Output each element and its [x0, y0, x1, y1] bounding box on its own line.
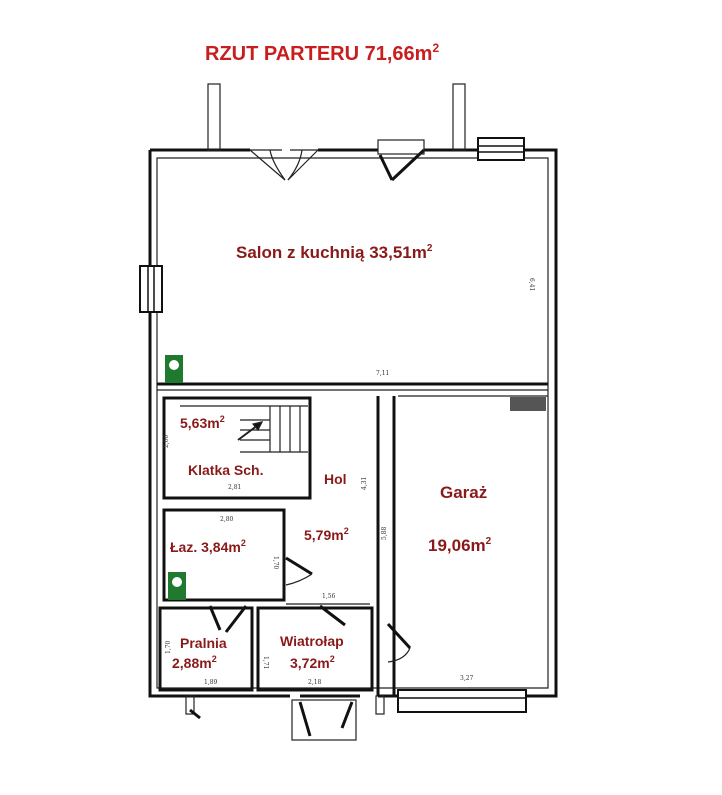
- dim-salon-depth: 6,41: [528, 278, 535, 291]
- plan-title: RZUT PARTERU 71,66m2: [205, 41, 439, 65]
- dim-laz-depth: 1,70: [272, 556, 279, 570]
- dim-salon-width: 7,11: [376, 370, 389, 377]
- label-garaz: Garaż: [440, 483, 487, 502]
- window-left: [139, 265, 163, 313]
- label-klatka: Klatka Sch.: [188, 462, 263, 478]
- label-hol: Hol: [324, 471, 347, 487]
- label-lazienka: Łaz. 3,84m2: [170, 538, 246, 555]
- label-pralnia-area: 2,88m2: [172, 654, 217, 671]
- label-salon: Salon z kuchnią 33,51m2: [236, 243, 433, 262]
- label-pralnia: Pralnia: [180, 635, 227, 651]
- garage-fixture: [510, 397, 546, 411]
- label-wiatrolap-area: 3,72m2: [290, 654, 335, 671]
- dim-garaz-width: 3,27: [460, 675, 474, 682]
- dim-garaz-depth: 5,88: [381, 526, 388, 540]
- interior-walls: [157, 382, 548, 741]
- dim-hol-width: 1,56: [322, 593, 336, 600]
- dim-pralnia-width: 1,89: [204, 679, 218, 686]
- label-hol-area: 5,79m2: [304, 526, 349, 543]
- dim-pralnia-depth: 1,70: [165, 640, 172, 654]
- dimension-labels: 7,11 6,41 2,81 2,00 4,31 5,88 3,27 2,80 …: [163, 278, 535, 686]
- terrace-doors: [249, 139, 426, 182]
- dim-wiatrolap-depth: 1,71: [262, 656, 269, 669]
- windows: [139, 137, 527, 713]
- label-klatka-area: 5,63m2: [180, 414, 225, 431]
- window-garage: [397, 689, 527, 713]
- label-garaz-area: 19,06m2: [428, 536, 492, 555]
- fixtures: [165, 355, 546, 600]
- dim-klatka-depth: 2,00: [163, 434, 170, 448]
- dim-wiatrolap-width: 2,18: [308, 679, 322, 686]
- label-wiatrolap: Wiatrołap: [280, 633, 344, 649]
- dim-hol-depth: 4,31: [361, 477, 368, 490]
- dim-klatka-width: 2,81: [228, 484, 241, 491]
- outer-walls: [148, 83, 558, 715]
- column-left: [207, 83, 221, 151]
- dim-laz-width: 2,80: [220, 516, 234, 523]
- room-labels: Salon z kuchnią 33,51m2 5,63m2 Klatka Sc…: [170, 243, 492, 671]
- column-right: [452, 83, 466, 151]
- window-top-right: [477, 137, 525, 161]
